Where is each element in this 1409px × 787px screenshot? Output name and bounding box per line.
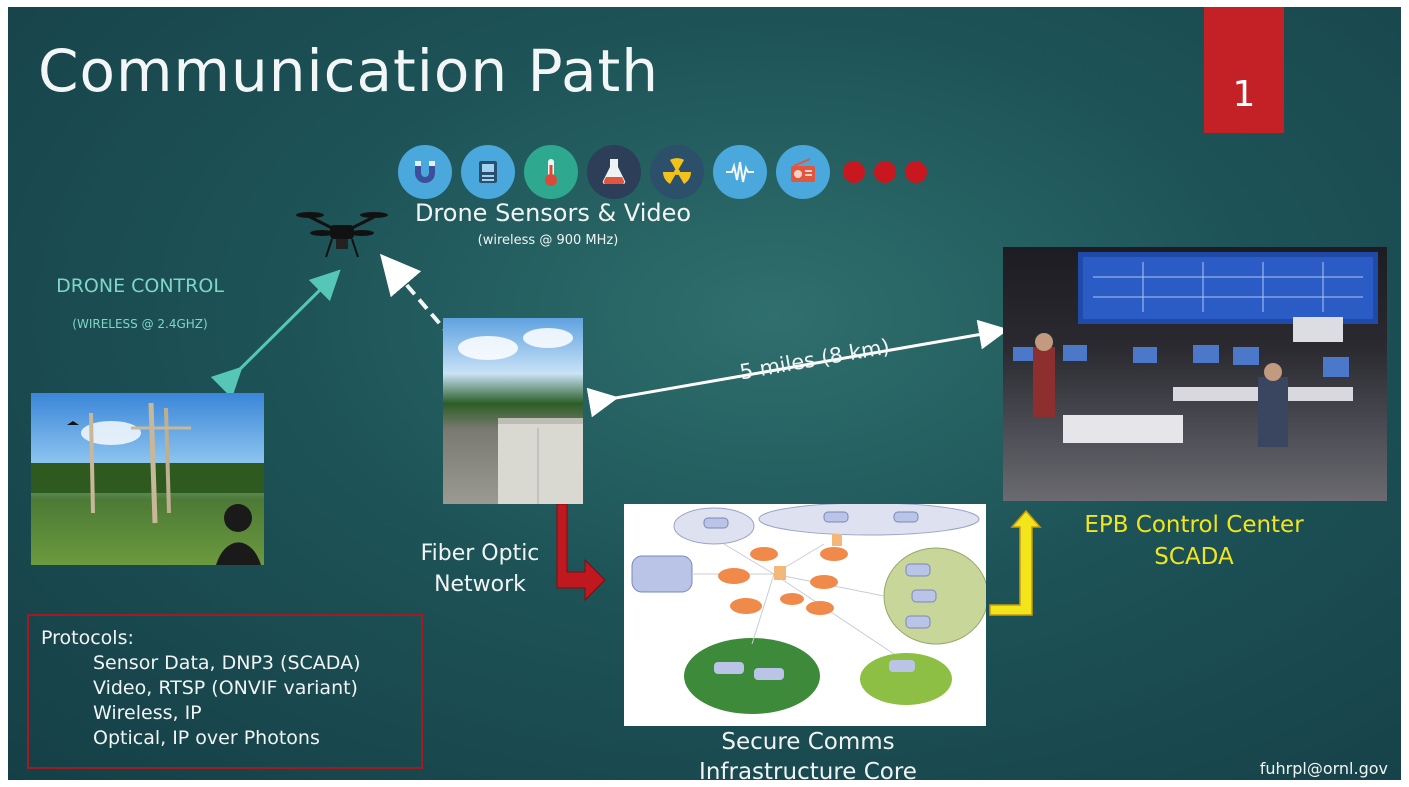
drone-control-label: DRONE CONTROL — [56, 275, 224, 297]
slide: Communication Path 1 Drone Sensors & Vid… — [8, 7, 1401, 780]
protocol-item: Sensor Data, DNP3 (SCADA) — [93, 652, 361, 674]
protocols-heading: Protocols: — [41, 627, 134, 649]
signal-wave-icon — [713, 145, 767, 199]
sensor-icon-row — [398, 145, 927, 199]
page-number-badge: 1 — [1204, 7, 1284, 133]
distance-arrow — [586, 319, 1009, 418]
core-label-line1: Secure Comms — [721, 729, 895, 755]
sensors-label: Drone Sensors & Video — [414, 199, 692, 227]
fiber-label-line1: Fiber Optic — [420, 541, 540, 566]
control-room-photo — [1003, 247, 1387, 501]
epb-label-line2: SCADA — [1154, 544, 1234, 570]
more-dot — [843, 161, 865, 183]
sensor-device-icon — [461, 145, 515, 199]
drone-icon — [296, 205, 388, 267]
protocol-item: Video, RTSP (ONVIF variant) — [93, 677, 358, 699]
fiber-label-line2: Network — [434, 572, 526, 597]
more-dot — [905, 161, 927, 183]
radio-icon — [776, 145, 830, 199]
scada-yellow-arrow — [989, 509, 1042, 616]
more-dot — [874, 161, 896, 183]
drone-control-arrow — [210, 269, 341, 399]
protocol-item: Wireless, IP — [93, 702, 202, 724]
thermometer-icon — [524, 145, 578, 199]
page-title: Communication Path — [38, 37, 659, 105]
protocols-box: Protocols: Sensor Data, DNP3 (SCADA) Vid… — [27, 614, 423, 769]
drone-control-sublabel: (WIRELESS @ 2.4GHZ) — [72, 317, 208, 331]
page-number: 1 — [1232, 74, 1256, 115]
flask-icon — [587, 145, 641, 199]
footer-email: fuhrpl@ornl.gov — [1259, 759, 1388, 778]
substation-photo — [443, 318, 583, 504]
core-label-line2: Infrastructure Core — [699, 759, 917, 780]
network-diagram — [624, 502, 989, 726]
epb-label-line1: EPB Control Center — [1084, 512, 1304, 538]
protocol-item: Optical, IP over Photons — [93, 727, 320, 749]
sensors-sublabel: (wireless @ 900 MHz) — [477, 233, 619, 248]
magnet-icon — [398, 145, 452, 199]
field-photo — [31, 393, 264, 565]
fiber-red-arrow — [556, 503, 606, 602]
radiation-icon — [650, 145, 704, 199]
connection-arrows — [210, 253, 1042, 616]
